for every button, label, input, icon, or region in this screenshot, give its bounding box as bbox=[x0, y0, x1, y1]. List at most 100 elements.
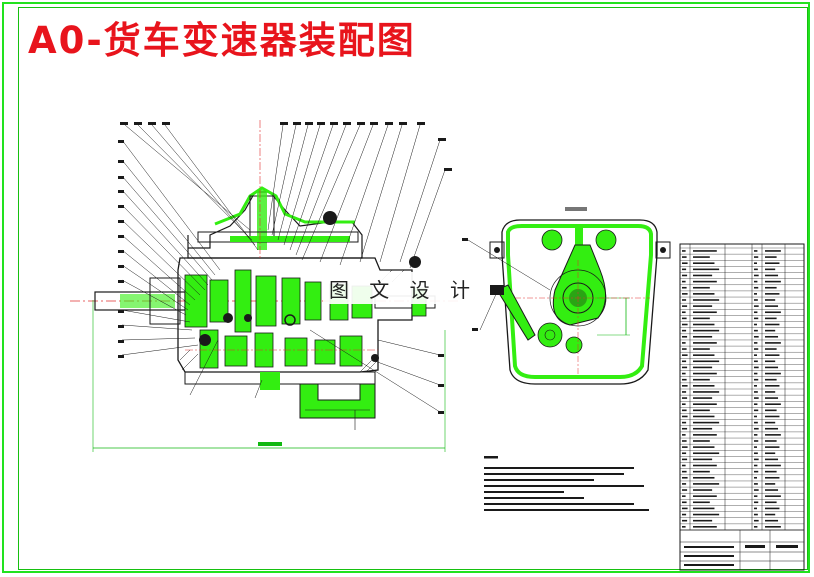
parts-list-cell-mark bbox=[765, 274, 779, 277]
parts-list-cell-mark bbox=[765, 372, 781, 375]
parts-list-cell-mark bbox=[765, 495, 781, 497]
parts-list-cell-mark bbox=[682, 274, 688, 277]
parts-list-cell-mark bbox=[754, 342, 758, 344]
parts-list-cell-mark bbox=[693, 421, 720, 424]
parts-list-cell-mark bbox=[693, 354, 715, 356]
parts-list-cell-mark bbox=[693, 495, 717, 497]
parts-list-cell-mark bbox=[765, 335, 779, 338]
watermark-label: 图 文 设 计 bbox=[323, 272, 483, 304]
parts-list-cell-mark bbox=[754, 409, 759, 412]
parts-list-cell-mark bbox=[682, 476, 688, 479]
parts-list-cell-mark bbox=[754, 378, 759, 381]
parts-list-cell-mark bbox=[693, 250, 717, 252]
parts-list-cell-mark bbox=[682, 470, 687, 473]
parts-list-cell-mark bbox=[682, 427, 688, 430]
parts-list-cell-mark bbox=[765, 268, 776, 271]
parts-list-cell-mark bbox=[765, 526, 781, 528]
parts-list-cell-mark bbox=[754, 391, 758, 393]
parts-list-cell-mark bbox=[693, 470, 710, 473]
parts-list-cell-mark bbox=[754, 311, 758, 314]
parts-list-cell-mark bbox=[754, 513, 758, 516]
parts-list-cell-mark bbox=[693, 262, 715, 265]
parts-list-cell-mark bbox=[693, 526, 717, 528]
parts-list-cell-mark bbox=[693, 286, 710, 289]
parts-list-cell-mark bbox=[765, 458, 779, 461]
parts-list-cell-mark bbox=[682, 348, 687, 350]
parts-list-cell-mark bbox=[765, 507, 780, 510]
parts-list-cell-mark bbox=[693, 299, 720, 301]
parts-list-cell-mark bbox=[682, 342, 686, 344]
parts-list-cell-mark bbox=[693, 427, 713, 430]
parts-list-cell-mark bbox=[682, 495, 686, 497]
parts-list-cell-mark bbox=[682, 489, 688, 491]
parts-list-cell-mark bbox=[754, 403, 758, 406]
drawing-inner-border bbox=[18, 7, 808, 570]
parts-list-cell-mark bbox=[682, 452, 687, 455]
parts-list-cell-mark bbox=[693, 360, 720, 363]
parts-list-cell-mark bbox=[682, 409, 687, 412]
parts-list-cell-mark bbox=[754, 446, 757, 448]
parts-list-cell-mark bbox=[693, 434, 717, 436]
parts-list-cell-mark bbox=[754, 415, 757, 418]
parts-list-cell-mark bbox=[765, 323, 780, 326]
parts-list-cell-mark bbox=[754, 452, 758, 455]
parts-list-cell-mark bbox=[765, 256, 777, 258]
parts-list-cell-mark bbox=[765, 286, 777, 289]
parts-list-cell-mark bbox=[765, 311, 781, 314]
parts-list-cell-mark bbox=[682, 268, 687, 271]
parts-list-cell-mark bbox=[682, 262, 688, 265]
parts-list-cell-mark bbox=[765, 360, 776, 363]
parts-list-cell-mark bbox=[765, 483, 776, 485]
parts-list-cell-mark bbox=[765, 385, 780, 387]
parts-list-cell-mark bbox=[754, 483, 758, 485]
parts-list-cell-mark bbox=[765, 519, 779, 522]
parts-list-cell-mark bbox=[765, 329, 776, 332]
parts-list-cell-mark bbox=[754, 427, 759, 430]
parts-list-cell-mark bbox=[682, 519, 688, 522]
parts-list-cell-mark bbox=[765, 501, 777, 504]
parts-list-cell-mark bbox=[765, 421, 776, 424]
parts-list-cell-mark bbox=[693, 409, 710, 412]
parts-list-cell-mark bbox=[682, 293, 688, 295]
parts-list-cell-mark bbox=[754, 397, 759, 399]
parts-list-cell-mark bbox=[693, 501, 710, 504]
parts-list-cell-mark bbox=[682, 415, 688, 418]
parts-list-cell-mark bbox=[754, 470, 759, 473]
parts-list-cell-mark bbox=[682, 329, 687, 332]
parts-list-cell-mark bbox=[693, 513, 720, 516]
parts-list-cell-mark bbox=[754, 501, 759, 504]
parts-list-cell-mark bbox=[765, 262, 780, 265]
parts-list-cell-mark bbox=[754, 354, 757, 356]
parts-list-cell-mark bbox=[754, 348, 759, 350]
parts-list-cell-mark bbox=[765, 434, 781, 436]
parts-list-cell-mark bbox=[754, 329, 758, 332]
parts-list-cell-mark bbox=[682, 483, 687, 485]
parts-list-cell-mark bbox=[682, 501, 687, 504]
parts-list-cell-mark bbox=[693, 385, 715, 387]
parts-list-cell-mark bbox=[754, 495, 758, 497]
parts-list-cell-mark bbox=[754, 268, 758, 271]
parts-list-cell-mark bbox=[765, 427, 779, 430]
parts-list-cell-mark bbox=[693, 305, 713, 307]
end-view bbox=[462, 207, 671, 385]
parts-list-cell-mark bbox=[765, 470, 777, 473]
parts-list-cell-mark bbox=[682, 458, 688, 461]
parts-list-cell-mark bbox=[754, 280, 758, 283]
parts-list-cell-mark bbox=[693, 311, 717, 314]
parts-list-cell-mark bbox=[754, 299, 758, 301]
drawing-title: A0-货车变速器装配图 bbox=[28, 19, 416, 62]
parts-list-cell-mark bbox=[693, 464, 717, 467]
parts-list-cell-mark bbox=[693, 446, 715, 448]
parts-list-cell-mark bbox=[754, 305, 759, 307]
parts-list-cell-mark bbox=[754, 526, 758, 528]
parts-list-cell-mark bbox=[754, 262, 757, 265]
parts-list-cell-mark bbox=[765, 366, 779, 369]
parts-list-cell-mark bbox=[693, 372, 717, 375]
parts-list-cell-mark bbox=[765, 489, 779, 491]
parts-list-cell-mark bbox=[765, 391, 776, 393]
parts-list-cell-mark bbox=[765, 280, 781, 283]
parts-list-cell-mark bbox=[682, 526, 686, 528]
parts-list-cell-mark bbox=[682, 317, 687, 320]
technical-requirements bbox=[484, 456, 649, 511]
